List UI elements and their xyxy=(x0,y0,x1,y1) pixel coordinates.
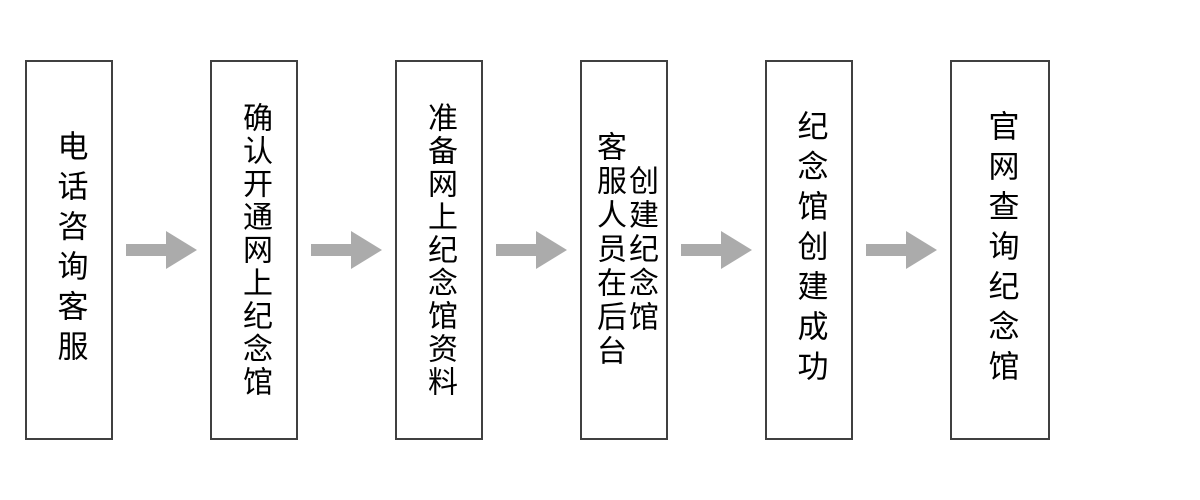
process-node-1[interactable]: 电话咨询客服 xyxy=(25,60,113,440)
arrow-right-icon-5 xyxy=(853,230,950,270)
process-node-6-label: 官网查询纪念馆 xyxy=(982,110,1019,390)
process-node-4-label-column-left: 客服人员在后台 xyxy=(591,131,626,369)
process-node-3[interactable]: 准备网上纪念馆资料 xyxy=(395,60,483,440)
process-node-4-label-column-right: 创建纪念馆 xyxy=(623,165,658,335)
arrow-right-icon-4 xyxy=(668,230,765,270)
process-node-4[interactable]: 创建纪念馆 客服人员在后台 xyxy=(580,60,668,440)
process-node-5-label: 纪念馆创建成功 xyxy=(791,110,828,390)
arrow-right-icon-3 xyxy=(483,230,580,270)
process-node-2[interactable]: 确认开通网上纪念馆 xyxy=(210,60,298,440)
process-node-3-label: 准备网上纪念馆资料 xyxy=(422,101,457,399)
process-node-1-label: 电话咨询客服 xyxy=(51,130,88,370)
arrow-right-icon-2 xyxy=(298,230,395,270)
process-node-2-label: 确认开通网上纪念馆 xyxy=(237,101,272,399)
arrow-right-icon-1 xyxy=(113,230,210,270)
process-node-5[interactable]: 纪念馆创建成功 xyxy=(765,60,853,440)
process-node-6[interactable]: 官网查询纪念馆 xyxy=(950,60,1050,440)
